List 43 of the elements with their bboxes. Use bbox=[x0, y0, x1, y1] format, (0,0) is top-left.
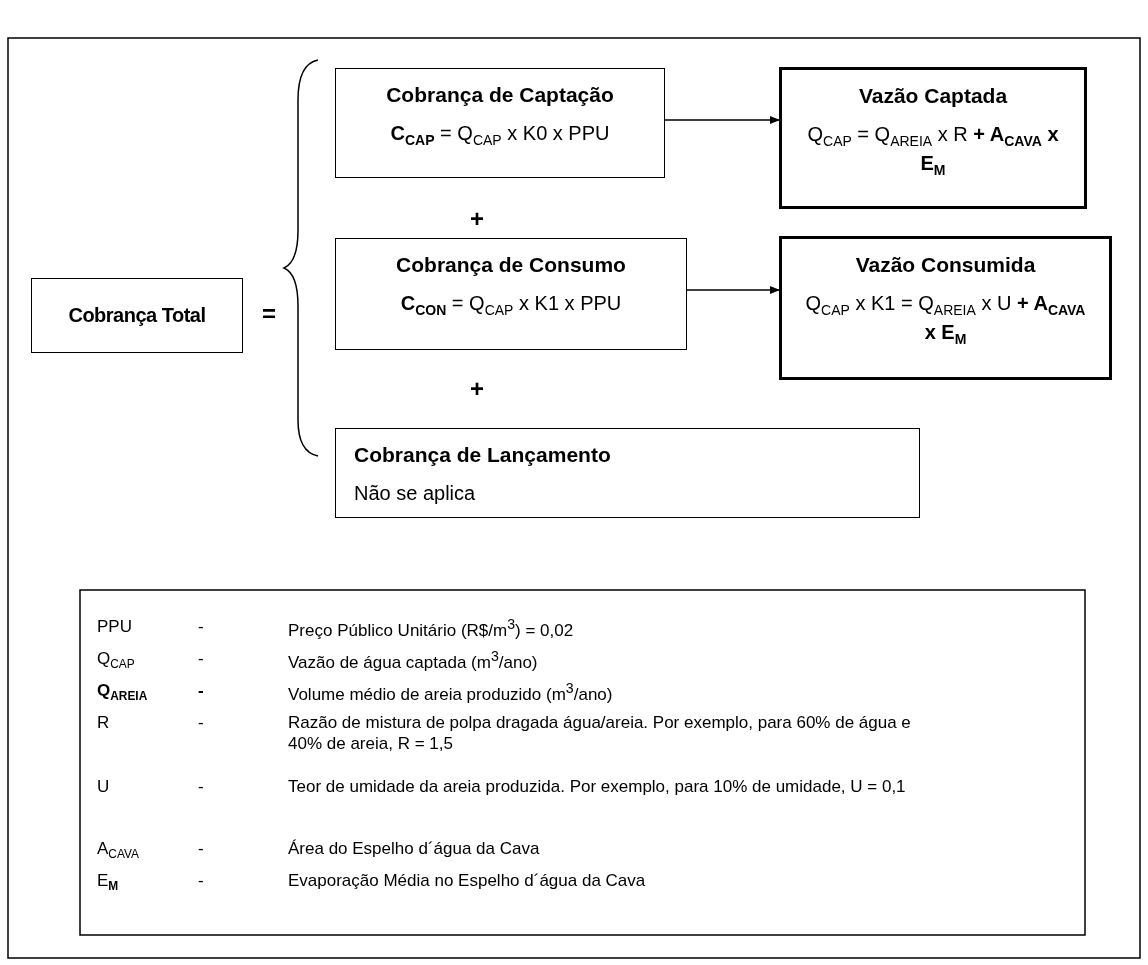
formula-text: Q$_{CAP}$ x K1 = Q$_{AREIA}$ x U + A$_{CAVA}$ x E$_{M}$ bbox=[804, 291, 1087, 348]
description-cell-text: Vazão de água captada (m$^{3}$/ano) bbox=[288, 648, 539, 673]
box-title: Cobrança Total bbox=[68, 304, 206, 327]
formula-box bbox=[779, 67, 1087, 209]
formula-box bbox=[779, 236, 1112, 380]
formula-box bbox=[31, 278, 243, 353]
formula-box bbox=[335, 238, 687, 350]
arrow bbox=[686, 286, 780, 294]
box-title: Cobrança de Captação bbox=[385, 83, 615, 107]
symbol-cell: Q$_{CAP}$ bbox=[97, 648, 135, 673]
formula-text: Q$_{CAP}$ = Q$_{AREIA}$ x R + A$_{CAVA}$ x E$_{M}$ bbox=[806, 122, 1060, 179]
dash-cell: - bbox=[198, 838, 204, 860]
symbol-cell: U bbox=[97, 776, 110, 798]
dash-cell: - bbox=[198, 648, 204, 670]
symbol-cell: E$_{M}$ bbox=[97, 870, 119, 895]
symbol-cell: PPU bbox=[97, 616, 132, 638]
formula-text: C$_{CAP}$ = Q$_{CAP}$ x K0 x PPU bbox=[389, 121, 611, 150]
description-cell-text: Evaporação Média no Espelho d´água da Cava bbox=[288, 870, 647, 892]
box-title: Cobrança de Lançamento bbox=[354, 443, 612, 467]
description-cell-text: Área do Espelho d´água da Cava bbox=[288, 838, 541, 860]
plus-sign: + bbox=[470, 375, 484, 403]
symbol-cell: A$_{CAVA}$ bbox=[97, 838, 139, 863]
dash-cell: - bbox=[198, 712, 204, 734]
dash-cell: - bbox=[198, 616, 204, 638]
formula-text: C$_{CON}$ = Q$_{CAP}$ x K1 x PPU bbox=[399, 291, 623, 320]
box-title: Cobrança de Consumo bbox=[395, 253, 627, 277]
description-cell-text: Preço Público Unitário (R$/m$^{3}$) = 0,02 bbox=[288, 616, 575, 641]
description-cell-text: Volume médio de areia produzido (m$^{3}$/ano) bbox=[288, 680, 614, 705]
box-text: Não se aplica bbox=[354, 481, 477, 506]
box-title: Vazão Consumida bbox=[854, 253, 1037, 277]
symbol-cell: R bbox=[97, 712, 110, 734]
symbol-cell: Q$_{AREIA}$ bbox=[97, 680, 148, 705]
box-title: Vazão Captada bbox=[857, 84, 1009, 108]
equals-sign: = bbox=[262, 300, 276, 328]
dash-cell: - bbox=[198, 870, 204, 892]
dash-cell: - bbox=[198, 680, 204, 702]
plus-sign: + bbox=[470, 205, 484, 233]
dash-cell: - bbox=[198, 776, 204, 798]
formula-box bbox=[335, 68, 665, 178]
arrow bbox=[664, 116, 780, 124]
description-cell-text: Teor de umidade da areia produzida. Por exemplo, para 10% de umidade, U = 0,1 bbox=[288, 776, 907, 798]
description-cell-text: Razão de mistura de polpa dragada água/areia. Por exemplo, para 60% de água e 40% de areia, R = 1,5 bbox=[288, 712, 912, 755]
formula-box bbox=[335, 428, 920, 518]
